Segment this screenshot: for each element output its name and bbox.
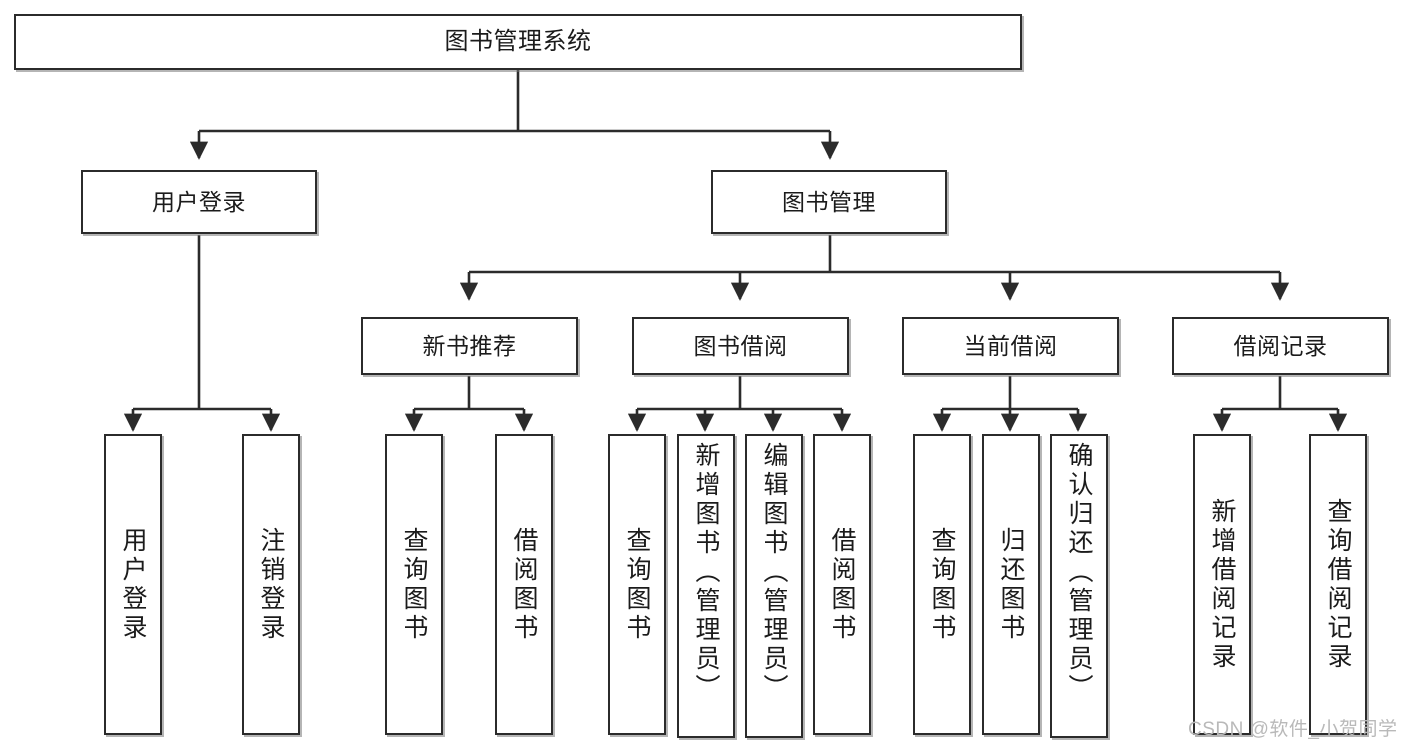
node-book-borrow[interactable]: 图书借阅 <box>632 317 849 375</box>
node-root-library-system[interactable]: 图书管理系统 <box>14 14 1022 70</box>
node-label: 注销登录 <box>257 526 285 643</box>
leaf-query-borrow-record[interactable]: 查询借阅记录 <box>1309 434 1367 735</box>
leaf-edit-book-admin[interactable]: 编辑图书（管理员） <box>745 434 803 738</box>
node-label: 查询借阅记录 <box>1324 497 1352 672</box>
leaf-add-book-admin[interactable]: 新增图书（管理员） <box>677 434 735 738</box>
node-label: 用户登录 <box>152 188 246 215</box>
node-book-management[interactable]: 图书管理 <box>711 170 947 234</box>
node-borrow-record[interactable]: 借阅记录 <box>1172 317 1389 375</box>
node-new-book-recommend[interactable]: 新书推荐 <box>361 317 578 375</box>
node-label: 查询图书 <box>400 526 428 643</box>
leaf-borrow-book[interactable]: 借阅图书 <box>813 434 871 735</box>
leaf-add-borrow-record[interactable]: 新增借阅记录 <box>1193 434 1251 735</box>
csdn-watermark: CSDN @软件_小贺同学 <box>1188 719 1398 740</box>
node-label: 借阅图书 <box>828 526 856 643</box>
leaf-confirm-return-admin[interactable]: 确认归还（管理员） <box>1050 434 1108 738</box>
node-label: 图书管理 <box>782 188 876 215</box>
node-label: 图书借阅 <box>693 332 788 359</box>
node-label: 用户登录 <box>119 526 147 643</box>
leaf-query-book-borrow[interactable]: 查询图书 <box>608 434 666 735</box>
leaf-query-book-recommend[interactable]: 查询图书 <box>385 434 443 735</box>
node-label: 归还图书 <box>997 526 1025 643</box>
node-label: 查询图书 <box>623 526 651 643</box>
node-label: 新增图书（管理员） <box>692 442 720 703</box>
leaf-user-login[interactable]: 用户登录 <box>104 434 162 735</box>
leaf-logout-login[interactable]: 注销登录 <box>242 434 300 735</box>
node-label: 图书管理系统 <box>444 28 592 56</box>
node-label: 确认归还（管理员） <box>1065 442 1093 703</box>
node-label: 借阅记录 <box>1233 332 1328 359</box>
node-label: 查询图书 <box>928 526 956 643</box>
leaf-return-book[interactable]: 归还图书 <box>982 434 1040 735</box>
leaf-query-book-current[interactable]: 查询图书 <box>913 434 971 735</box>
leaf-borrow-book-recommend[interactable]: 借阅图书 <box>495 434 553 735</box>
node-label: 新书推荐 <box>422 332 517 359</box>
node-current-borrow[interactable]: 当前借阅 <box>902 317 1119 375</box>
node-user-login[interactable]: 用户登录 <box>81 170 317 234</box>
node-label: 编辑图书（管理员） <box>760 442 788 703</box>
node-label: 当前借阅 <box>963 332 1058 359</box>
node-label: 新增借阅记录 <box>1208 497 1236 672</box>
node-label: 借阅图书 <box>510 526 538 643</box>
